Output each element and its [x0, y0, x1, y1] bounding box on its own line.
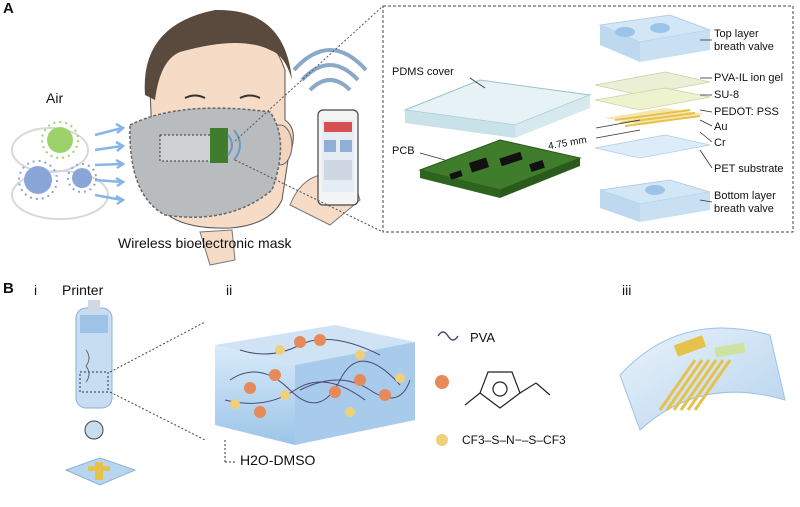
pet-label: PET substrate [714, 163, 784, 175]
pva-chain-icon [437, 331, 459, 341]
sub-ii-label: ii [226, 282, 233, 298]
cr-label: Cr [714, 137, 726, 149]
bottom-valve-label: Bottom layer breath valve [714, 190, 776, 215]
pcb-board [418, 139, 582, 198]
ion-gel-label: PVA-IL ion gel [714, 72, 784, 84]
pet-substrate-layer [594, 134, 711, 159]
smartphone-icon [289, 48, 368, 226]
pdms-cover-layer [403, 79, 592, 138]
pedot-label: PEDOT: PSS [714, 106, 779, 118]
su8-layer [594, 87, 711, 111]
person-with-mask-illustration [129, 9, 294, 266]
flexible-sensor-illustration [619, 327, 786, 431]
pcb-label: PCB [392, 145, 415, 157]
cation-legend-icon [435, 375, 449, 389]
sub-i-label: i [34, 282, 38, 298]
pva-label: PVA [470, 330, 496, 345]
virus-cloud [11, 121, 109, 220]
mask-icon [129, 107, 282, 218]
panel-b-label: B [3, 280, 14, 297]
anion-legend-icon [436, 434, 448, 446]
imidazolium-structure [464, 371, 551, 409]
virus-blue-icon [18, 160, 58, 200]
mask-caption: Wireless bioelectronic mask [118, 235, 292, 251]
panel-a-label: A [3, 0, 14, 17]
dimension-bracket [595, 119, 641, 139]
ion-gel-layer [594, 71, 711, 96]
air-arrows [94, 122, 126, 206]
au-label: Au [714, 121, 728, 133]
electrode-layer [605, 108, 705, 127]
top-breath-valve-layer [598, 14, 712, 62]
pdms-cover-label: PDMS cover [392, 66, 454, 78]
anion-formula: CF3–S–N−–S–CF3 [462, 433, 566, 447]
cation-dots [244, 334, 391, 418]
virus-green-icon [41, 121, 79, 159]
sub-iii-label: iii [622, 282, 632, 298]
su8-label: SU-8 [714, 89, 740, 101]
anion-dots [230, 345, 405, 417]
air-label: Air [46, 90, 64, 106]
mask-exploded-view-box [382, 5, 794, 233]
printer-label: Printer [62, 282, 104, 298]
bottom-breath-valve-layer [599, 179, 711, 222]
solvent-label: H2O-DMSO [240, 452, 316, 468]
top-valve-label: Top layer breath valve [714, 28, 774, 53]
printer-illustration [64, 300, 137, 486]
virus-blue-small-icon [67, 163, 97, 193]
